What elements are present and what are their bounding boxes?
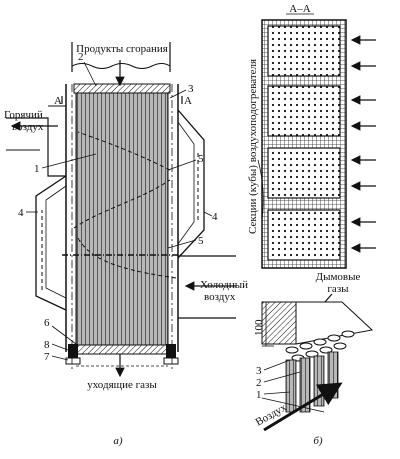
exhaust-outlet — [76, 354, 168, 378]
detail-callout-3: 3 — [256, 365, 262, 377]
detail-callout-1: 1 — [256, 389, 262, 401]
right-panel: A–A Секции (кубы) воздухоподогревателя Д… — [247, 3, 376, 447]
cold-air-duct — [178, 255, 236, 319]
support-right — [166, 344, 176, 358]
callout-1: 1 — [34, 163, 40, 175]
callout-8: 8 — [44, 339, 50, 351]
left-panel: Продукты сгорания Горячий воздух — [4, 42, 248, 447]
dimension-line — [262, 301, 274, 347]
callout-leaders — [26, 61, 213, 361]
vertical-label: Секции (кубы) воздухоподогревателя — [247, 59, 259, 234]
section-cube-2 — [267, 85, 341, 137]
section-cube-3 — [267, 147, 341, 199]
top-gas-duct — [71, 42, 171, 87]
inflow-arrows — [350, 35, 376, 253]
section-title: A–A — [289, 3, 310, 15]
caption-b: б) — [313, 435, 323, 447]
dimension-value: 100 — [253, 319, 265, 336]
lower-tube-sheet — [73, 344, 171, 355]
callout-5-lower: 5 — [198, 235, 204, 247]
section-cube-4 — [267, 209, 341, 261]
section-mark-left: A — [54, 95, 62, 107]
callout-7: 7 — [44, 351, 50, 363]
cold-air-label-1: Холодный — [200, 279, 248, 291]
flue-gas-label-1: Дымовые — [316, 271, 361, 283]
callout-4-right: 4 — [212, 211, 218, 223]
detail-view — [261, 301, 374, 413]
callout-4-left: 4 — [18, 207, 24, 219]
exhaust-label: уходящие газы — [87, 379, 157, 391]
hot-air-duct — [6, 105, 66, 177]
cold-air-label-2: воздух — [204, 291, 236, 303]
callout-5-upper: 5 — [198, 153, 204, 165]
callout-2: 2 — [78, 51, 84, 63]
section-cube-1 — [267, 25, 341, 77]
bypass-duct-right — [177, 109, 205, 259]
hot-air-label-1: Горячий — [4, 109, 43, 121]
bypass-duct-left — [35, 175, 67, 311]
support-left — [68, 344, 78, 358]
section-mark-right: A — [184, 95, 192, 107]
section-marks — [61, 96, 183, 104]
detail-leaders — [263, 359, 301, 395]
detail-callout-2: 2 — [256, 377, 262, 389]
top-label: Продукты сгорания — [76, 43, 168, 55]
hot-air-label-2: воздух — [12, 121, 44, 133]
heater-sections — [261, 19, 347, 269]
tube-bundle — [75, 92, 169, 346]
upper-tube-sheet — [73, 83, 171, 94]
flue-gas-label-2: газы — [327, 283, 349, 295]
caption-a: а) — [113, 435, 123, 447]
air-flow-paths — [41, 131, 199, 290]
air-arrow — [263, 382, 343, 432]
callout-3: 3 — [188, 83, 194, 95]
callout-6: 6 — [44, 317, 50, 329]
